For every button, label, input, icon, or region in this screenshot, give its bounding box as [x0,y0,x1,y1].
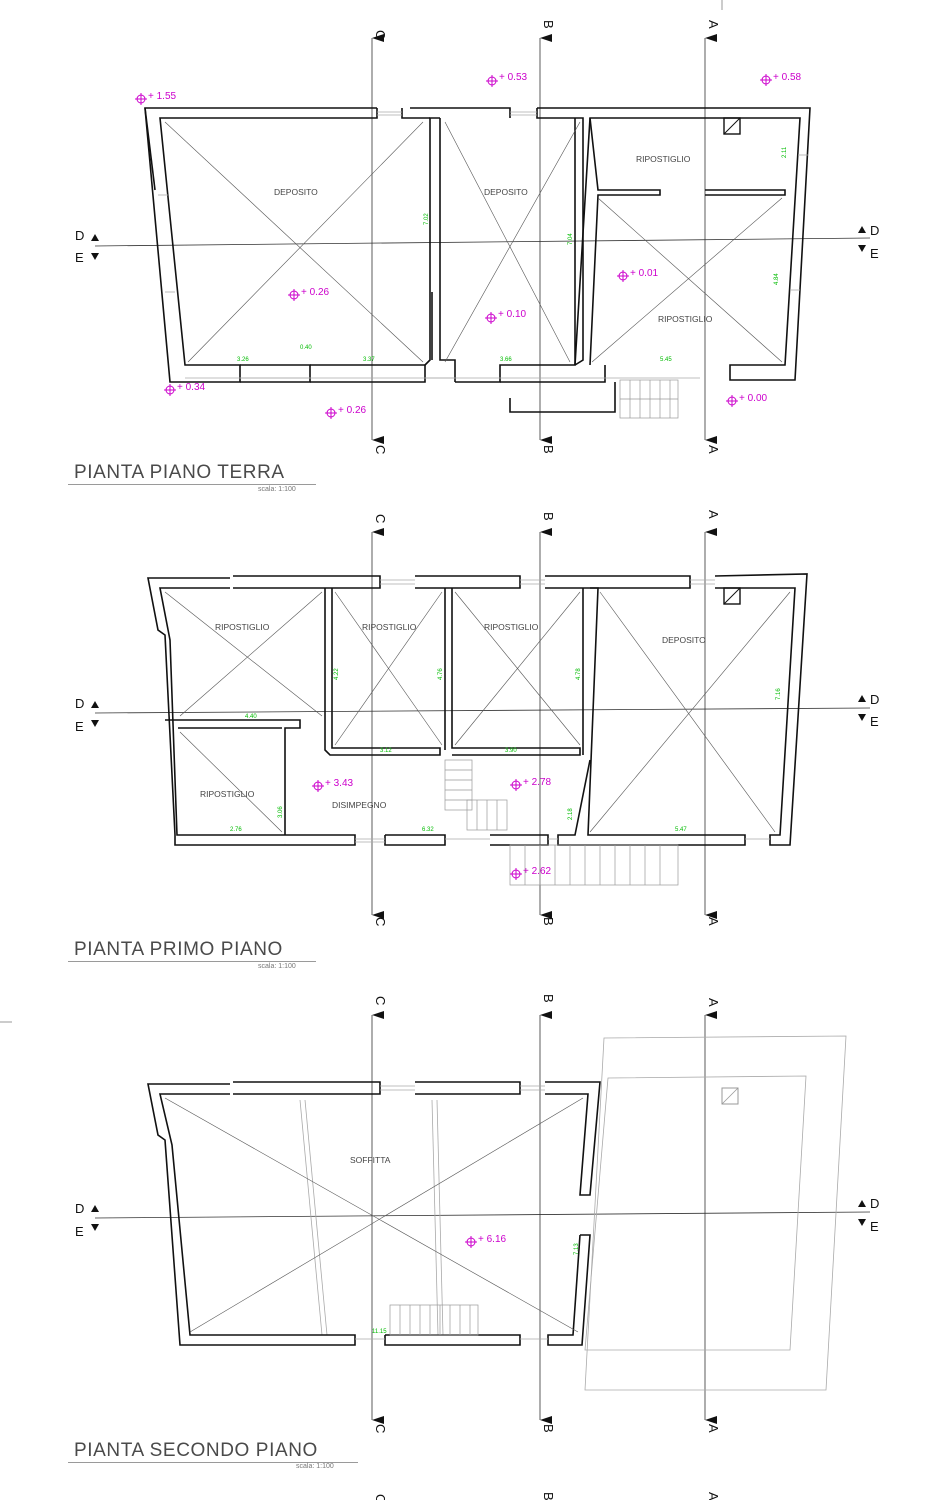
level-mark: + 0.53 [499,72,528,83]
section-label: E [870,714,879,729]
section-label: A [706,510,721,519]
section-label: E [870,1219,879,1234]
plan-title: PIANTA PIANO TERRA [74,462,285,483]
dim: 0.40 [300,345,312,351]
dim: 5.47 [675,827,687,833]
room-label: DEPOSITO [484,187,528,197]
section-label: B [541,917,556,926]
dim: 3.66 [500,357,512,363]
level-mark: + 0.00 [739,393,768,404]
section-label: E [870,246,879,261]
dim: 6.32 [422,827,434,833]
level-mark: + 3.43 [325,778,354,789]
room-label: DEPOSITO [274,187,318,197]
dim: 11.15 [372,1329,387,1335]
section-label: D [75,696,84,711]
dim: 2.11 [782,146,788,158]
section-label: D [75,1201,84,1216]
dim: 3.06 [278,806,284,818]
plan-title: PIANTA PRIMO PIANO [74,939,283,960]
section-label: A [706,20,721,29]
section-label: C [373,1424,388,1433]
dim: 7.04 [568,233,574,245]
level-mark: + 2.62 [523,866,552,877]
room-label: SOFFITTA [350,1155,391,1165]
section-label: B [541,1424,556,1433]
section-label: B [541,20,556,29]
section-label: B [541,445,556,454]
dim: 4.76 [438,668,444,680]
section-label: A [706,998,721,1007]
dim: 7.16 [776,688,782,700]
dim: 2.76 [230,827,242,833]
section-label: A [706,445,721,454]
section-label: E [75,250,84,265]
plan-second-floor: 11.15 7.13 SOFFITTA + 6.16 C B A C B A D… [75,994,879,1433]
section-label: E [75,719,84,734]
room-label: RIPOSTIGLIO [200,789,255,799]
level-mark: + 0.34 [177,382,206,393]
section-label: C [373,1494,388,1500]
room-label: DEPOSITO [662,635,706,645]
section-label: D [870,1196,879,1211]
dim: 2.18 [568,808,574,820]
section-label: B [541,1492,556,1500]
level-mark: + 0.58 [773,72,802,83]
level-mark: + 6.16 [478,1234,507,1245]
plan-scale: scala: 1:100 [258,963,296,970]
section-label: D [870,692,879,707]
level-mark: + 0.26 [301,287,330,298]
section-label: A [706,1492,721,1500]
dim: 4.22 [334,668,340,680]
level-mark: + 0.01 [630,268,659,279]
section-label: D [870,223,879,238]
dim: 3.90 [505,748,517,754]
room-label: RIPOSTIGLIO [215,622,270,632]
section-label: C [373,30,388,39]
section-label: A [706,1424,721,1433]
section-label: E [75,1224,84,1239]
section-label: C [373,917,388,926]
room-label: DISIMPEGNO [332,800,387,810]
room-label: RIPOSTIGLIO [636,154,691,164]
level-mark: + 0.26 [338,405,367,416]
section-label: B [541,994,556,1003]
room-label: RIPOSTIGLIO [484,622,539,632]
dim: 7.02 [424,213,430,225]
room-label: RIPOSTIGLIO [658,314,713,324]
dim: 3.37 [363,357,375,363]
level-mark: + 0.10 [498,309,527,320]
section-label: D [75,228,84,243]
section-label: A [706,917,721,926]
dim: 4.78 [576,668,582,680]
dim: 3.12 [380,748,392,754]
section-label: C [373,514,388,523]
dim: 3.26 [237,357,249,363]
plan-scale: scala: 1:100 [296,1463,334,1470]
section-label: B [541,512,556,521]
dim: 5.45 [660,357,672,363]
plan-ground-floor: 3.26 3.37 3.66 5.45 7.02 7.04 4.84 2.11 … [75,20,879,454]
section-label: C [373,445,388,454]
plan-title: PIANTA SECONDO PIANO [74,1440,318,1461]
dim: 7.13 [574,1243,580,1255]
plan-scale: scala: 1:100 [258,486,296,493]
level-mark: + 2.78 [523,777,552,788]
level-mark: + 1.55 [148,91,177,102]
dim: 4.84 [774,273,780,285]
room-label: RIPOSTIGLIO [362,622,417,632]
plan-first-floor: 4.40 3.12 3.90 2.76 6.32 5.47 4.22 4.76 … [75,510,879,926]
section-label: C [373,996,388,1005]
dim: 4.40 [245,714,257,720]
